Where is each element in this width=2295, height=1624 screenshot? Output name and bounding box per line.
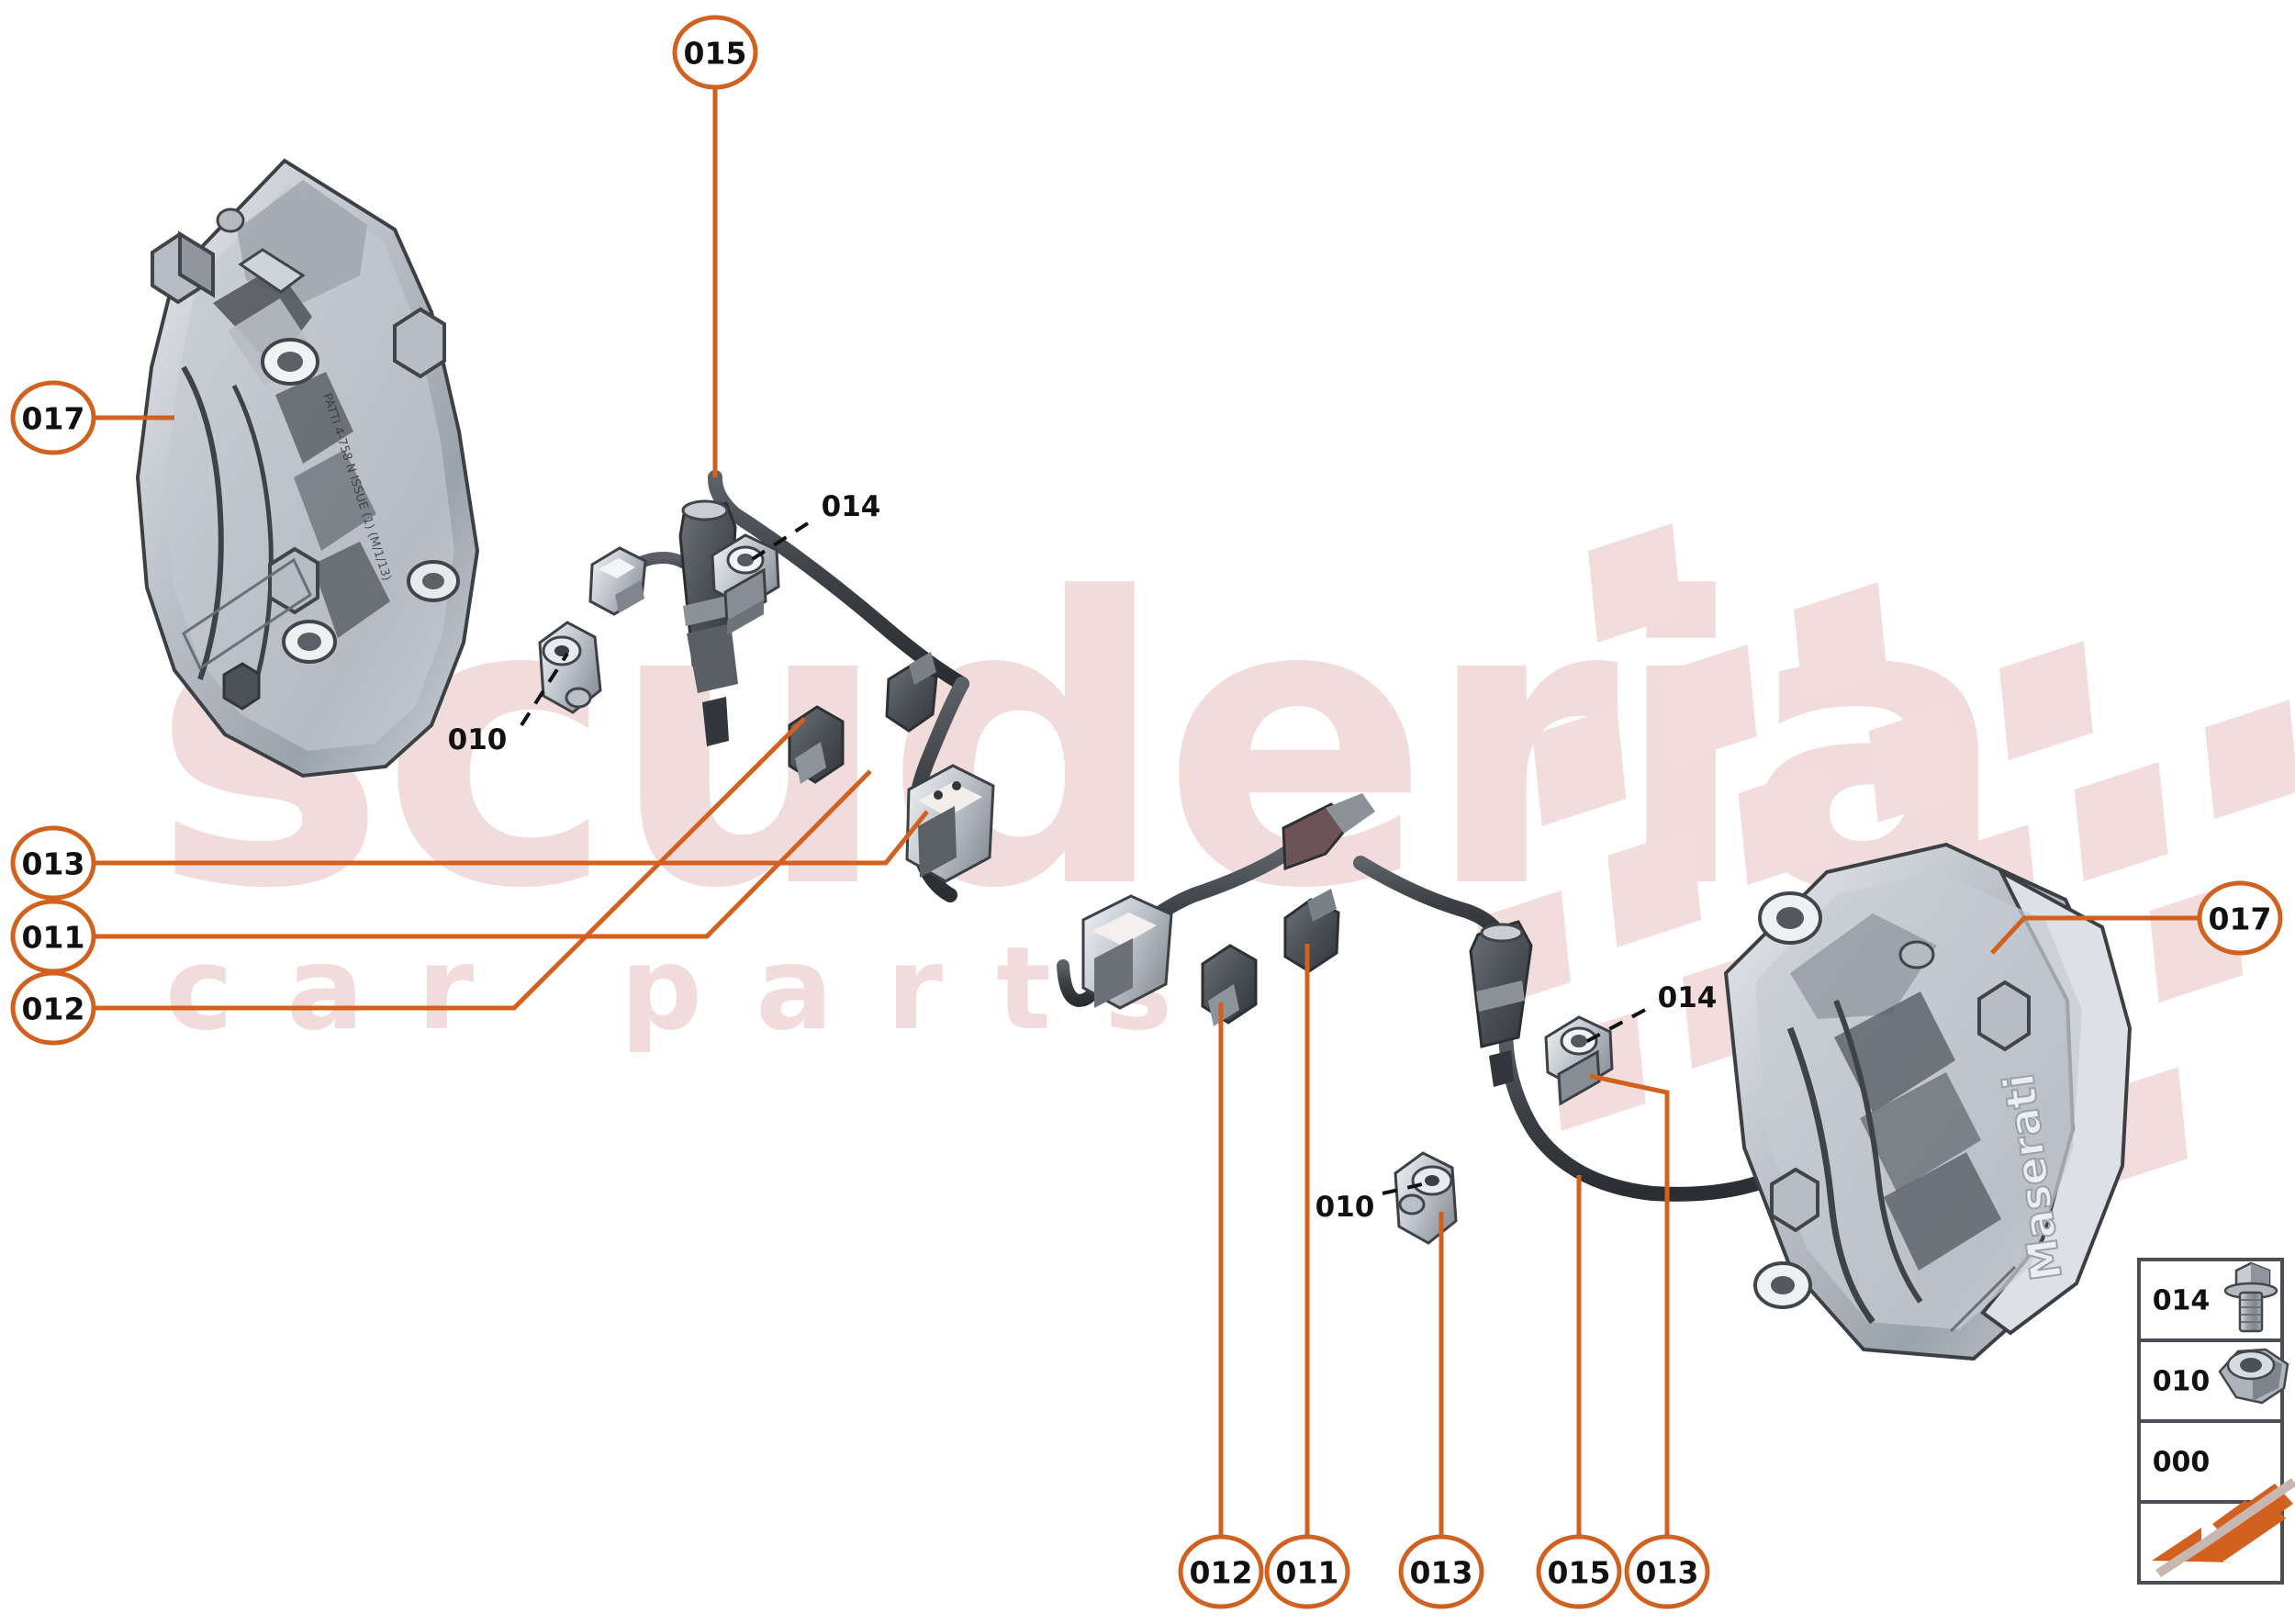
cable-clip-upper-left (588, 546, 647, 616)
callout-012-c-012-bot[interactable]: 012 (1178, 1534, 1264, 1609)
dashed-label-014: 014 (822, 490, 881, 523)
callout-number: 012 (22, 991, 85, 1027)
legend-label-000: 000 (2153, 1447, 2211, 1479)
leader-013-bottom-2 (1589, 1073, 1670, 1537)
leader-011-left (94, 769, 872, 939)
legend-label-010: 010 (2153, 1366, 2211, 1398)
wire-guide-bracket-013-lower (1283, 889, 1340, 973)
legend-label-014: 014 (2153, 1285, 2211, 1317)
callout-013-c-013-bot-2[interactable]: 013 (1624, 1534, 1710, 1609)
callout-number: 013 (22, 846, 85, 882)
leader-012-left (94, 717, 806, 1011)
callout-number: 011 (1276, 1555, 1339, 1591)
dashed-label-014: 014 (1658, 981, 1718, 1014)
dash-014-lower (1576, 1008, 1646, 1048)
dashed-label-010: 010 (448, 723, 508, 756)
callout-013-c-013-left[interactable]: 013 (10, 825, 96, 901)
wire-guide-bracket-013-upper (885, 652, 938, 733)
sensor-connector-lower (1469, 920, 1533, 1087)
bolt-lower-014 (1544, 1015, 1614, 1106)
wire-guide-bracket-012-upper (788, 705, 845, 784)
callout-bubble-outline (672, 15, 758, 90)
callout-bubble-outline (2197, 880, 2283, 956)
callout-number: 013 (1636, 1555, 1699, 1591)
leader-013-left (94, 810, 929, 866)
brake-caliper-left: PATTI 4-758 N ISSUE (1) (M/1/13) (135, 158, 480, 778)
callout-013-c-013-bot-1[interactable]: 013 (1398, 1534, 1484, 1609)
callout-015-c-015-bot[interactable]: 015 (1536, 1534, 1622, 1609)
callout-bubbles: 017 015 013 011 012 017 012 011 013 015 013 (10, 15, 2283, 1609)
dashed-labels: 014 010 014 010 (448, 490, 1718, 1224)
callout-number: 017 (22, 401, 85, 437)
callout-bubble-outline (10, 970, 96, 1046)
leader-017-right (1990, 915, 2200, 955)
wire-guide-bracket-012-lower (1201, 944, 1258, 1026)
leader-lines (94, 87, 2200, 1537)
dashed-pointers (520, 521, 1646, 1195)
retainer-clip-010-upper (538, 621, 602, 714)
orange-arrow-icon (2152, 1478, 2295, 1577)
dash-010-lower (1382, 1181, 1431, 1195)
callout-017-c-017-right[interactable]: 017 (2197, 880, 2283, 956)
brake-caliper-right: Maserati (1723, 842, 2133, 1361)
callout-bubble-outline (1536, 1534, 1622, 1609)
callout-011-c-011-left[interactable]: 011 (10, 899, 96, 974)
callout-bubble-outline (10, 380, 96, 455)
callout-011-c-011-bot[interactable]: 011 (1264, 1534, 1350, 1609)
callout-number: 012 (1190, 1555, 1253, 1591)
sensor-body-upper (678, 499, 738, 746)
dash-010-upper (520, 652, 569, 727)
callout-number: 013 (1410, 1555, 1473, 1591)
wear-sensor-assembly-upper (538, 470, 995, 902)
callout-017-c-017-left[interactable]: 017 (10, 380, 96, 455)
callout-number: 015 (684, 36, 747, 72)
dash-014-upper (746, 521, 810, 564)
hex-flange-nut-icon (2218, 1348, 2289, 1405)
dashed-label-010: 010 (1315, 1191, 1375, 1224)
callout-number: 011 (22, 920, 85, 956)
callout-number: 017 (2209, 902, 2272, 937)
callout-bubble-outline (1178, 1534, 1264, 1609)
callout-012-c-012-left[interactable]: 012 (10, 970, 96, 1046)
watermark-carparts: car parts (165, 923, 1226, 1056)
callout-number: 015 (1548, 1555, 1611, 1591)
connector-011-lower (1081, 894, 1173, 1010)
callout-bubble-outline (10, 825, 96, 901)
callout-bubble-outline (1398, 1534, 1484, 1609)
callout-bubble-outline (1264, 1534, 1350, 1609)
callout-bubble-outline (1624, 1534, 1710, 1609)
connector-011-upper (905, 764, 995, 883)
callout-015-c-015-top[interactable]: 015 (672, 15, 758, 90)
sensor-body-lower (1282, 793, 1375, 871)
hex-flange-bolt-icon (2223, 1261, 2278, 1333)
